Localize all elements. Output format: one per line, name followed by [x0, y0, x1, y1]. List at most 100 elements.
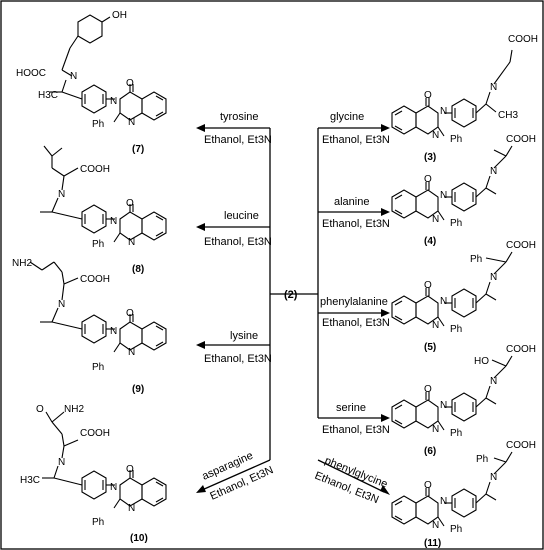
- atom-n2: N: [440, 496, 447, 507]
- atom-o: O: [424, 280, 432, 291]
- atom-n2: N: [110, 96, 117, 107]
- atom-cooh: COOH: [80, 274, 110, 285]
- reagent-tyrosine: tyrosine: [220, 111, 259, 123]
- atom-n: N: [490, 272, 497, 283]
- label-c3: (3): [424, 152, 436, 163]
- atom-ph: Ph: [450, 324, 462, 335]
- atom-ph: Ph: [92, 239, 104, 250]
- atom-n2: N: [440, 190, 447, 201]
- atom-n3: N: [432, 130, 439, 141]
- arrowheads-left: [196, 124, 206, 493]
- label-c11: (11): [424, 538, 441, 549]
- compound-9: NH2 COOH N O N N Ph (9): [12, 258, 167, 395]
- atom-hooc: HOOC: [16, 68, 46, 79]
- label-c6: (6): [424, 446, 436, 457]
- atom-ph: Ph: [92, 362, 104, 373]
- atom-n: N: [58, 299, 65, 310]
- condition-leucine: Ethanol, Et3N: [204, 236, 272, 248]
- atom-n: N: [490, 166, 497, 177]
- atom-n3: N: [432, 214, 439, 225]
- atom-cooh: COOH: [506, 440, 536, 451]
- reagent-leucine: leucine: [224, 210, 259, 222]
- atom-ph: Ph: [450, 218, 462, 229]
- arrowheads-right: [380, 124, 390, 495]
- atom-ch3: CH3: [498, 110, 518, 121]
- arrows-right: [317, 127, 385, 493]
- reagent-lysine: lysine: [230, 330, 258, 342]
- atom-ho: HO: [474, 356, 489, 367]
- label-c9: (9): [132, 384, 144, 395]
- atom-o: O: [36, 404, 44, 415]
- atom-o: O: [126, 308, 134, 319]
- reagent-alanine: alanine: [334, 196, 369, 208]
- atom-cooh: COOH: [80, 164, 110, 175]
- condition-serine: Ethanol, Et3N: [322, 424, 390, 436]
- atom-ph: Ph: [450, 428, 462, 439]
- atom-cooh: COOH: [508, 34, 538, 45]
- condition-phenylalanine: Ethanol, Et3N: [322, 317, 390, 329]
- atom-n3: N: [128, 347, 135, 358]
- label-c5: (5): [424, 342, 436, 353]
- compound-4: COOH N O N N Ph (4): [391, 134, 536, 247]
- arrows-left: [201, 127, 271, 491]
- label-c10: (10): [130, 533, 148, 544]
- condition-alanine: Ethanol, Et3N: [322, 218, 390, 230]
- atom-o: O: [424, 384, 432, 395]
- condition-lysine: Ethanol, Et3N: [204, 353, 272, 365]
- atom-n2: N: [440, 106, 447, 117]
- label-c7: (7): [132, 144, 144, 155]
- compound-11: COOH Ph N O N N Ph (11): [391, 440, 536, 549]
- atom-n3: N: [128, 237, 135, 248]
- compound-5: COOH Ph N O N N Ph (5): [391, 240, 536, 353]
- compound-8: COOH N O N N Ph (8): [40, 145, 167, 275]
- atom-o: O: [424, 480, 432, 491]
- atom-n: N: [490, 376, 497, 387]
- branch-lines: [269, 128, 319, 460]
- atom-o2: O: [126, 464, 134, 475]
- atom-n: N: [58, 189, 65, 200]
- atom-o: O: [126, 78, 134, 89]
- reagent-glycine: glycine: [330, 111, 364, 123]
- atom-cooh: COOH: [506, 344, 536, 355]
- atom-cooh: COOH: [506, 240, 536, 251]
- compound-7: OH HOOC N H3C O N N Ph (7): [16, 10, 167, 155]
- atom-n3: N: [432, 320, 439, 331]
- atom-n3: N: [128, 117, 135, 128]
- atom-oh: OH: [112, 10, 127, 21]
- atom-ph: Ph: [450, 134, 462, 145]
- condition-tyrosine: Ethanol, Et3N: [204, 134, 272, 146]
- atom-cooh: COOH: [506, 134, 536, 145]
- atom-h3c: H3C: [38, 90, 58, 101]
- condition-glycine: Ethanol, Et3N: [322, 134, 390, 146]
- atom-ph: Ph: [92, 119, 104, 130]
- atom-n: N: [490, 472, 497, 483]
- atom-ph: Ph: [450, 524, 462, 535]
- label-c8: (8): [132, 264, 144, 275]
- atom-n2: N: [440, 296, 447, 307]
- atom-ph-sub: Ph: [476, 454, 488, 465]
- atom-n: N: [490, 82, 497, 93]
- compound-10: O NH2 COOH N H3C O N N Ph (10): [20, 404, 167, 544]
- atom-nh2: NH2: [12, 258, 32, 269]
- atom-n2: N: [110, 482, 117, 493]
- atom-o: O: [126, 198, 134, 209]
- atom-o: O: [424, 174, 432, 185]
- atom-h3c: H3C: [20, 475, 40, 486]
- atom-nh2: NH2: [64, 404, 84, 415]
- center-compound-label: (2): [284, 289, 298, 301]
- atom-o: O: [424, 90, 432, 101]
- atom-n2: N: [110, 326, 117, 337]
- compound-3: COOH N CH3 O N N Ph (3): [391, 34, 538, 163]
- compound-6: COOH HO N O N N Ph (6): [391, 344, 536, 457]
- atom-ph-sub: Ph: [470, 254, 482, 265]
- atom-n2: N: [440, 400, 447, 411]
- atom-n3: N: [128, 503, 135, 514]
- reagent-serine: serine: [336, 402, 366, 414]
- atom-n: N: [70, 71, 77, 82]
- reagent-phenylalanine: phenylalanine: [320, 296, 388, 308]
- atom-n3: N: [432, 520, 439, 531]
- atom-ph: Ph: [92, 517, 104, 528]
